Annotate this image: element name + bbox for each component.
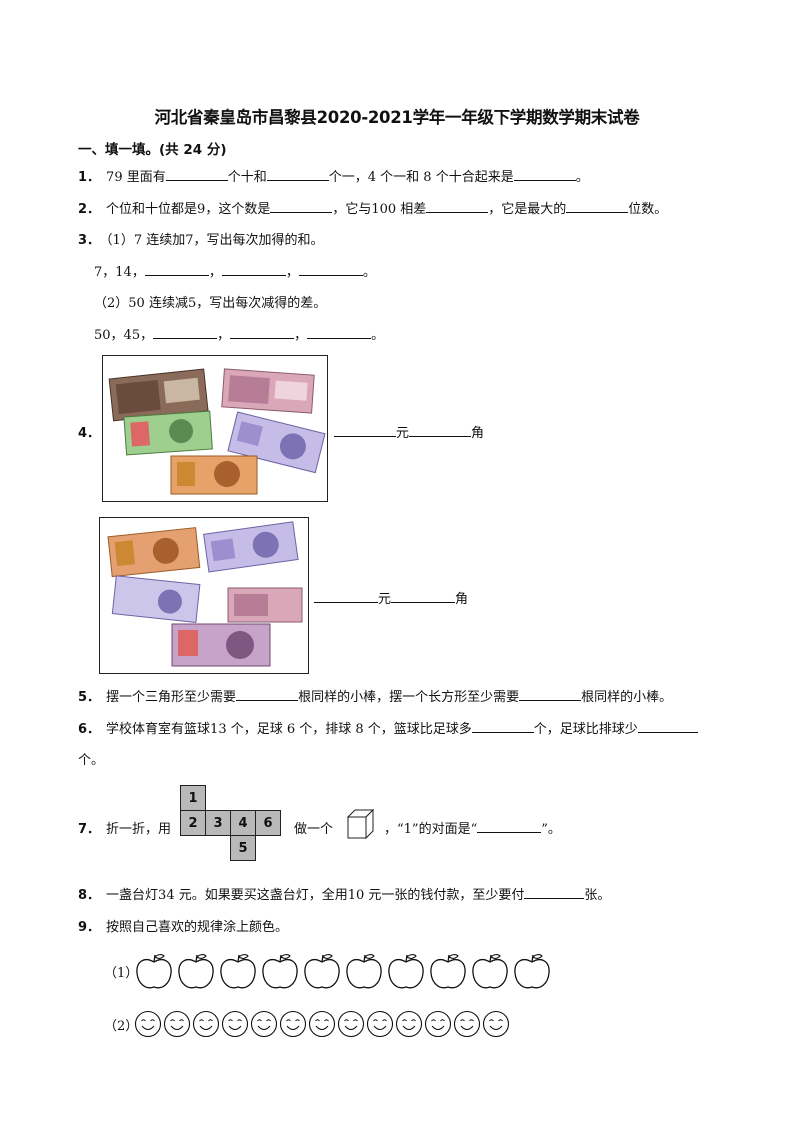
- question-3: 3．（1）7 连续加7，写出每次加得的和。: [78, 233, 324, 248]
- net-square: 4: [230, 810, 256, 836]
- answer-blank[interactable]: [144, 263, 209, 276]
- banknotes-illustration: [108, 368, 326, 495]
- row-label-2: （2）: [104, 1019, 139, 1034]
- smiley-face-icon[interactable]: [221, 1010, 249, 1038]
- answer-blank[interactable]: [298, 263, 363, 276]
- smiley-face-icon[interactable]: [366, 1010, 394, 1038]
- apple-outline-icon[interactable]: [512, 952, 552, 992]
- answer-blank[interactable]: [334, 424, 396, 437]
- apple-outline-icon[interactable]: [344, 952, 384, 992]
- question-4-answer-1: 元角: [334, 422, 484, 441]
- question-3-part2-answer: 50，45，，，。: [94, 326, 385, 343]
- question-6-continued: 个。: [78, 753, 105, 768]
- apple-outline-icon[interactable]: [302, 952, 342, 992]
- question-6: 6．学校体育室有篮球13 个，足球 6 个，排球 8 个，篮球比足球多个，足球比…: [78, 718, 698, 737]
- answer-blank[interactable]: [307, 326, 372, 339]
- answer-blank[interactable]: [513, 168, 576, 181]
- question-number: 6．: [78, 722, 101, 737]
- question-1: 1．79 里面有个十和个一，4 个一和 8 个十合起来是。: [78, 168, 589, 185]
- apple-outline-icon[interactable]: [218, 952, 258, 992]
- question-number: 3．: [78, 233, 101, 248]
- question-number: 7．: [78, 822, 101, 837]
- banknotes-image-1: [102, 355, 328, 502]
- smiley-face-icon[interactable]: [482, 1010, 510, 1038]
- smiley-face-icon[interactable]: [134, 1010, 162, 1038]
- question-number: 1．: [78, 170, 101, 185]
- answer-blank[interactable]: [153, 326, 218, 339]
- net-square: 6: [255, 810, 281, 836]
- smiley-face-icon[interactable]: [250, 1010, 278, 1038]
- question-9: 9．按照自己喜欢的规律涂上颜色。: [78, 920, 289, 935]
- smiley-face-icon[interactable]: [279, 1010, 307, 1038]
- answer-blank[interactable]: [566, 200, 629, 213]
- net-square: 2: [180, 810, 206, 836]
- question-2: 2．个位和十位都是9，这个数是，它与100 相差，它是最大的位数。: [78, 200, 668, 217]
- question-7-text-b: ，“1”的对面是“”。: [384, 820, 561, 837]
- answer-blank[interactable]: [519, 688, 582, 701]
- answer-blank[interactable]: [524, 886, 585, 899]
- answer-blank[interactable]: [230, 326, 295, 339]
- apple-outline-icon[interactable]: [134, 952, 174, 992]
- question-5: 5．摆一个三角形至少需要根同样的小棒，摆一个长方形至少需要根同样的小棒。: [78, 688, 673, 705]
- section-heading: 一、填一填。(共 24 分): [78, 142, 227, 158]
- question-4-number: 4．: [78, 426, 101, 441]
- answer-blank[interactable]: [409, 424, 472, 437]
- smiley-face-icon[interactable]: [308, 1010, 336, 1038]
- question-3-part1-answer: 7，14，，，。: [94, 263, 376, 280]
- apple-outline-icon[interactable]: [428, 952, 468, 992]
- question-number: 8．: [78, 888, 101, 903]
- cube-icon: [346, 808, 375, 840]
- smiley-face-icon[interactable]: [453, 1010, 481, 1038]
- net-square: 5: [230, 835, 256, 861]
- smiley-face-icon[interactable]: [424, 1010, 452, 1038]
- answer-blank[interactable]: [266, 168, 329, 181]
- question-4-answer-2: 元角: [314, 588, 468, 607]
- question-7-text-a: 做一个: [294, 822, 334, 837]
- answer-blank[interactable]: [391, 590, 456, 603]
- answer-blank[interactable]: [314, 590, 378, 603]
- apple-outline-icon[interactable]: [176, 952, 216, 992]
- answer-blank[interactable]: [221, 263, 286, 276]
- smiley-face-icon[interactable]: [337, 1010, 365, 1038]
- question-8: 8．一盏台灯34 元。如果要买这盏台灯，全用10 元一张的钱付款，至少要付张。: [78, 886, 611, 903]
- answer-blank[interactable]: [477, 820, 542, 833]
- smiley-face-icon[interactable]: [192, 1010, 220, 1038]
- banknotes-image-2: [99, 517, 309, 674]
- smiley-row: [134, 1010, 511, 1038]
- apple-outline-icon[interactable]: [470, 952, 510, 992]
- question-3-part2: （2）50 连续减5，写出每次减得的差。: [94, 296, 327, 311]
- smiley-face-icon[interactable]: [163, 1010, 191, 1038]
- apple-row: [134, 952, 554, 992]
- question-number: 5．: [78, 690, 101, 705]
- smiley-face-icon[interactable]: [395, 1010, 423, 1038]
- answer-blank[interactable]: [165, 168, 228, 181]
- net-square: 3: [205, 810, 231, 836]
- apple-outline-icon[interactable]: [260, 952, 300, 992]
- answer-blank[interactable]: [270, 200, 333, 213]
- banknotes-illustration: [107, 521, 303, 667]
- answer-blank[interactable]: [637, 720, 698, 733]
- answer-blank[interactable]: [471, 720, 534, 733]
- question-7: 7．折一折，用: [78, 822, 172, 837]
- answer-blank[interactable]: [426, 200, 489, 213]
- net-square: 1: [180, 785, 206, 811]
- question-number: 2．: [78, 202, 101, 217]
- answer-blank[interactable]: [236, 688, 299, 701]
- page-title: 河北省秦皇岛市昌黎县2020-2021学年一年级下学期数学期末试卷: [154, 108, 640, 127]
- question-number: 9．: [78, 920, 101, 935]
- row-label-1: （1）: [104, 966, 139, 981]
- apple-outline-icon[interactable]: [386, 952, 426, 992]
